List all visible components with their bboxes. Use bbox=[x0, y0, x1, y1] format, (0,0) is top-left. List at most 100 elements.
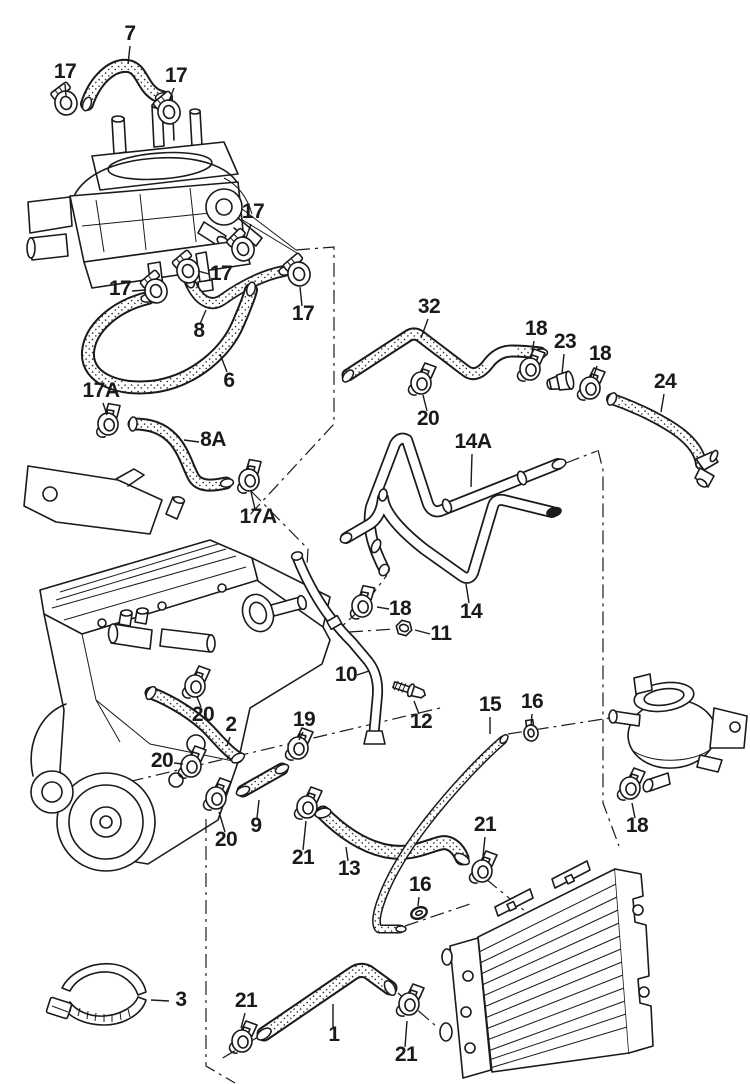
leader-grommet-16-36 bbox=[417, 896, 420, 907]
pipe-14 bbox=[339, 488, 562, 578]
spring-clamp-17a bbox=[232, 456, 267, 495]
expansion-tank bbox=[608, 673, 748, 793]
spring-clamp-18 bbox=[346, 583, 380, 621]
leader-clamp-21-37 bbox=[240, 1012, 246, 1029]
leader-clamp-20-17 bbox=[422, 394, 428, 412]
spring-clamp-19 bbox=[284, 727, 314, 761]
leader-hose-13-33 bbox=[345, 846, 349, 862]
part-label-hose-15-25: 15 bbox=[479, 693, 502, 716]
spring-clamp-20 bbox=[407, 362, 437, 396]
leader-clamp-21-32 bbox=[302, 820, 307, 851]
leader-hose-8a-10 bbox=[183, 439, 200, 443]
part-label-hose-2-28: 2 bbox=[225, 713, 236, 736]
pipe-10 bbox=[290, 551, 386, 745]
bolt-12 bbox=[391, 677, 429, 702]
leader-pipe-10-22 bbox=[356, 670, 370, 676]
part-label-pipe-10-22: 10 bbox=[335, 663, 357, 686]
hose-8a bbox=[128, 416, 235, 488]
part-label-clamp-19-24: 19 bbox=[293, 708, 315, 731]
part-label-clamp-16-26: 16 bbox=[521, 690, 543, 713]
spring-clamp-18 bbox=[616, 767, 646, 801]
leader-clamp-17-5 bbox=[131, 289, 147, 292]
fasteners bbox=[45, 79, 646, 1054]
leader-hose-32-12 bbox=[420, 318, 429, 339]
radiator bbox=[439, 860, 654, 1079]
hose-13 bbox=[314, 807, 471, 867]
part-label-hose-8a-10: 8A bbox=[200, 428, 226, 451]
part-label-hose-24-16: 24 bbox=[654, 370, 677, 393]
leader-hose-24-16 bbox=[660, 393, 665, 413]
hose-9 bbox=[235, 762, 290, 797]
leader-hose-8-7 bbox=[199, 309, 207, 325]
spring-clamp-17a bbox=[91, 400, 126, 439]
leader-clamp-17a-9 bbox=[102, 402, 108, 416]
part-label-clamp-18-13: 18 bbox=[525, 317, 548, 340]
part-label-nut-11-20: 11 bbox=[430, 622, 452, 645]
part-label-hose-6-8: 6 bbox=[223, 369, 234, 392]
leader-clamp-17-6 bbox=[299, 286, 303, 307]
hose-32 bbox=[340, 334, 549, 383]
spring-clamp-18 bbox=[576, 367, 606, 401]
carburetor-assembly bbox=[26, 95, 263, 299]
coolant-hoses bbox=[81, 66, 719, 1042]
leader-clamp-20-27 bbox=[196, 696, 202, 708]
hose-24 bbox=[606, 392, 719, 488]
nut-11 bbox=[393, 618, 415, 638]
leader-clamp-20-29 bbox=[173, 762, 184, 765]
part-label-clamp-18-15: 18 bbox=[589, 342, 612, 365]
leader-nut-11-20 bbox=[414, 629, 431, 635]
part-label-clamp-21-32: 21 bbox=[292, 846, 315, 869]
leader-clamp-18-13 bbox=[530, 340, 535, 360]
part-label-clamp-17a-11: 17A bbox=[239, 505, 276, 528]
leader-bolt-12-23 bbox=[413, 700, 420, 715]
band-clamp-3 bbox=[45, 963, 147, 1026]
part-label-grommet-16-36: 16 bbox=[409, 873, 431, 896]
part-label-hose-13-33: 13 bbox=[338, 857, 360, 880]
hose-2 bbox=[144, 685, 246, 764]
spring-clamp-21 bbox=[228, 1020, 258, 1054]
leader-clamp-21-34 bbox=[482, 836, 486, 857]
part-label-clamp-17-5: 17 bbox=[109, 277, 131, 300]
part-label-clamp-20-29: 20 bbox=[151, 749, 173, 772]
pipe-14a bbox=[369, 439, 567, 577]
leader-hose-6-8 bbox=[219, 353, 228, 373]
part-label-clamp-21-39: 21 bbox=[395, 1043, 418, 1066]
leader-clamp-21-39 bbox=[404, 1020, 408, 1048]
leader-band-clamp-3-40 bbox=[150, 999, 170, 1002]
part-label-hose-1-38: 1 bbox=[328, 1023, 340, 1046]
part-label-clamp-20-31: 20 bbox=[215, 828, 237, 851]
part-label-clamp-17-1: 17 bbox=[54, 60, 76, 83]
leader-clamp-19-24 bbox=[298, 731, 304, 741]
hose-1 bbox=[256, 970, 398, 1042]
leader-clamp-17-2 bbox=[168, 87, 175, 102]
leader-clamp-20-31 bbox=[218, 811, 226, 833]
part-label-hose-8-7: 8 bbox=[193, 319, 205, 342]
leader-hose-9-30 bbox=[256, 799, 260, 819]
worm-clamp-17 bbox=[47, 79, 81, 119]
leader-clamp-18-15 bbox=[592, 365, 598, 379]
part-label-clamp-17a-9: 17A bbox=[82, 379, 119, 402]
leader-clamp-16-26 bbox=[530, 713, 533, 727]
leader-clamp-17a-11 bbox=[250, 491, 256, 510]
part-label-hose-9-30: 9 bbox=[250, 814, 261, 837]
part-label-clamp-17-4: 17 bbox=[210, 262, 232, 285]
part-label-hose-7-0: 7 bbox=[124, 22, 135, 45]
leader-pipe-14-21 bbox=[465, 583, 470, 604]
leader-clamp-18-35 bbox=[631, 802, 636, 819]
engine-block bbox=[23, 465, 331, 872]
spring-clamp-20 bbox=[181, 665, 211, 699]
leader-hose-2-28 bbox=[226, 736, 231, 747]
part-label-clamp-20-17: 20 bbox=[417, 407, 439, 430]
coolant-pipes bbox=[290, 439, 567, 745]
part-label-clamp-21-37: 21 bbox=[235, 989, 258, 1012]
leader-pipe-14a-18 bbox=[470, 453, 473, 488]
part-label-clamp-18-19: 18 bbox=[389, 597, 412, 620]
part-label-hose-32-12: 32 bbox=[418, 295, 440, 318]
part-label-bolt-12-23: 12 bbox=[410, 710, 432, 733]
part-label-pipe-14-21: 14 bbox=[460, 600, 483, 623]
part-label-clamp-21-34: 21 bbox=[474, 813, 497, 836]
part-label-clamp-17-6: 17 bbox=[292, 302, 314, 325]
part-label-clamp-17-3: 17 bbox=[242, 200, 264, 223]
